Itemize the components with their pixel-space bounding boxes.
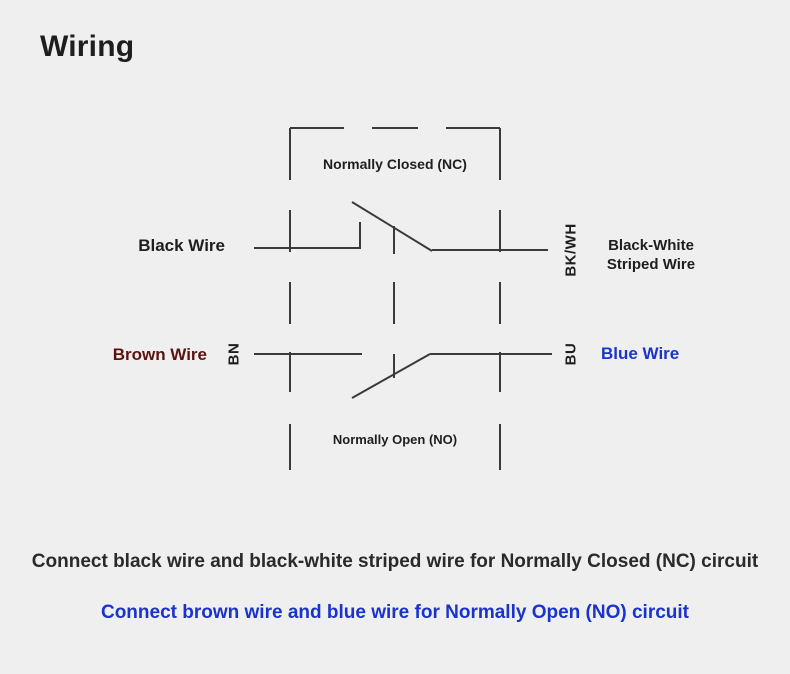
dashed-guides bbox=[289, 210, 501, 470]
page-title: Wiring bbox=[40, 30, 135, 63]
blue-wire-label: Blue Wire bbox=[601, 344, 680, 363]
bkwh-code-label: BK/WH bbox=[562, 223, 580, 277]
no-caption: Connect brown wire and blue wire for Nor… bbox=[100, 602, 690, 623]
black-wire-label: Black Wire bbox=[138, 236, 225, 255]
no-label: Normally Open (NO) bbox=[332, 432, 458, 447]
bu-code-label: BU bbox=[562, 342, 580, 366]
nc-caption: Connect black wire and black-white strip… bbox=[31, 551, 759, 572]
no-contact bbox=[254, 353, 552, 399]
nc-label: Normally Closed (NC) bbox=[323, 156, 467, 172]
bkwh-wire-label: Black-White Striped Wire bbox=[606, 237, 696, 273]
brown-wire-label: Brown Wire bbox=[112, 345, 207, 364]
nc-contact bbox=[254, 201, 548, 252]
nc-boundary-top bbox=[289, 127, 501, 180]
bn-code-label: BN bbox=[225, 342, 243, 366]
